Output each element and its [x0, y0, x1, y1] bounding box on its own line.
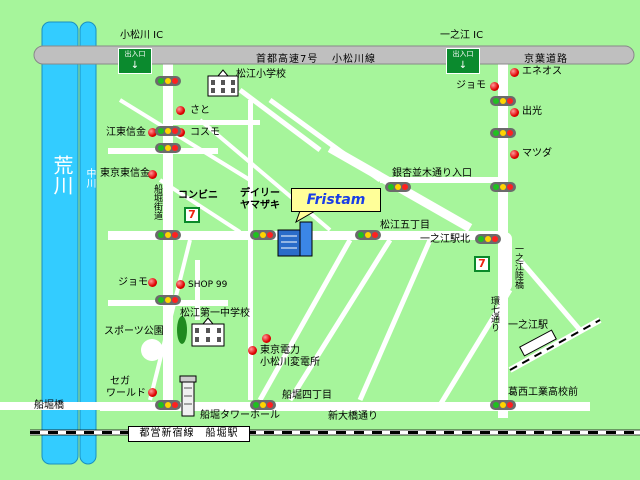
landmark-label: エネオス: [522, 66, 562, 77]
small-road-2: [195, 260, 200, 320]
red-dot-icon: [262, 334, 271, 343]
red-dot-icon: [176, 280, 185, 289]
funabori-station-label: 都営新宿線 船堀駅: [128, 426, 250, 442]
traffic-signal-icon: [490, 96, 516, 106]
traffic-signal-icon: [155, 126, 181, 136]
red-dot-icon: [510, 150, 519, 159]
red-dot-icon: [148, 278, 157, 287]
ichinoe-station-rail: [508, 317, 602, 373]
traffic-signal-icon: [490, 400, 516, 410]
traffic-signal-icon: [155, 143, 181, 153]
traffic-signal-icon: [250, 230, 276, 240]
red-dot-icon: [176, 106, 185, 115]
landmark-label: SHOP 99: [188, 280, 228, 290]
school-icon: [191, 317, 225, 347]
red-dot-icon: [148, 170, 157, 179]
landmark-label: セガ: [110, 376, 130, 387]
landmark-label: 松江小学校: [236, 69, 286, 80]
traffic-signal-icon: [490, 182, 516, 192]
red-dot-icon: [148, 388, 157, 397]
road-label: 新大橋通り: [328, 411, 378, 422]
landmark-label: コスモ: [190, 127, 220, 138]
ichinoe-station-label: 一之江駅: [508, 320, 548, 331]
red-dot-icon: [510, 108, 519, 117]
funabori-kaido-label: 船堀街道: [152, 184, 162, 220]
traffic-signal-icon: [250, 400, 276, 410]
highway-segment-label: 京葉道路: [524, 54, 568, 65]
park-icon: [141, 316, 187, 361]
intersection-label: 松江五丁目: [380, 220, 430, 231]
nakagawa-label: 中川: [84, 168, 95, 188]
traffic-signal-icon: [385, 182, 411, 192]
landmark-label: デイリー: [240, 188, 280, 199]
landmark-label: さと: [190, 105, 210, 116]
road-label: 船堀橋: [34, 400, 64, 411]
landmark-label: マツダ: [522, 148, 552, 159]
intersection-label: 銀杏並木通り入口: [392, 168, 472, 179]
landmark-label: 小松川変電所: [260, 357, 320, 368]
landmark-label: スポーツ公園: [104, 326, 164, 337]
down-arrow-icon: ↓: [458, 60, 468, 71]
highway-exit-sign: 出入口↓: [446, 48, 480, 74]
shin-ohashi-road: [100, 402, 590, 411]
red-dot-icon: [490, 82, 499, 91]
highway-segment-label: 首都高速7号: [256, 54, 319, 65]
komatsugawa-ic-label: 小松川 IC: [120, 30, 164, 41]
traffic-signal-icon: [155, 76, 181, 86]
down-arrow-icon: ↓: [130, 60, 140, 71]
seven-eleven-icon: 7: [184, 207, 200, 223]
landmark-label: ヤマザキ: [240, 200, 280, 211]
landmark-label: 船堀タワーホール: [200, 410, 280, 421]
intersection-label: 一之江駅北: [420, 234, 470, 245]
small-road-1: [248, 100, 253, 400]
upper-road-2: [170, 120, 260, 125]
landmark-label: 東京東信金: [100, 168, 150, 179]
fristam-building-icon: [277, 221, 313, 257]
highway-exit-sign: 出入口↓: [118, 48, 152, 74]
traffic-signal-icon: [490, 128, 516, 138]
intersection-label: 船堀四丁目: [282, 390, 332, 401]
traffic-signal-icon: [355, 230, 381, 240]
school-icon: [207, 69, 239, 97]
traffic-signal-icon: [155, 295, 181, 305]
funabori-bridge-road: [0, 402, 130, 410]
red-dot-icon: [510, 68, 519, 77]
toei-shinjuku-railway: [30, 429, 640, 436]
landmark-label: 出光: [522, 106, 542, 117]
landmark-label: コンビニ: [178, 190, 218, 201]
ichinoe-rikkyo-label: 一之江陸橋: [513, 244, 523, 289]
seven-eleven-icon: 7: [474, 256, 490, 272]
traffic-signal-icon: [155, 230, 181, 240]
landmark-label: ワールド: [106, 388, 146, 399]
landmark-label: ジョモ: [118, 277, 148, 288]
landmark-label: ジョモ: [456, 80, 486, 91]
ichinoe-ic-label: 一之江 IC: [440, 30, 484, 41]
ichinoe-rikkyo: [498, 232, 512, 292]
arakawa-river: [41, 21, 79, 465]
tower-icon: [179, 375, 197, 417]
highway-segment-label: 小松川線: [332, 54, 376, 65]
landmark-label: 松江第一中学校: [180, 308, 250, 319]
arakawa-label: 荒川: [50, 155, 74, 195]
highway-road: [33, 45, 635, 65]
red-dot-icon: [148, 128, 157, 137]
traffic-signal-icon: [475, 234, 501, 244]
landmark-label: 東京電力: [260, 345, 300, 356]
fristam-callout[interactable]: Fristam: [291, 188, 381, 212]
nakagawa-river: [79, 21, 97, 465]
kan7-label: 環七通り: [489, 296, 499, 332]
landmark-label: 江東信金: [106, 127, 146, 138]
traffic-signal-icon: [155, 400, 181, 410]
intersection-label: 葛西工業高校前: [508, 387, 578, 398]
red-dot-icon: [248, 346, 257, 355]
